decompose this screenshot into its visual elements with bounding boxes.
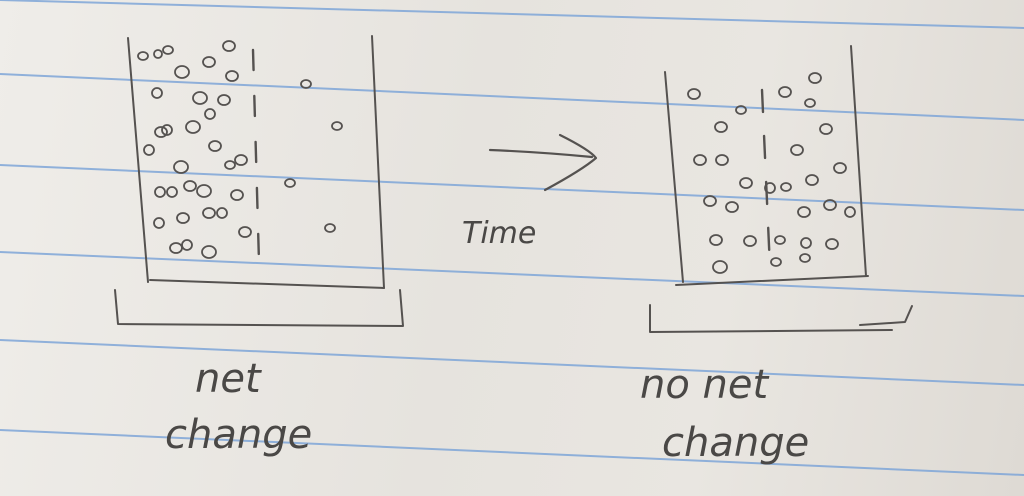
right-beaker-right-wall [850,45,867,277]
particle [154,126,168,138]
particle [185,120,201,134]
particle [725,201,739,213]
particle [224,160,236,170]
particle [216,207,228,219]
particle [833,162,847,174]
particle [153,217,165,229]
particle [217,94,231,106]
left-beaker-membrane [251,48,261,264]
particle [143,144,155,156]
particle [162,45,174,55]
ruled-line [0,164,1024,211]
particle [181,239,193,251]
particle [174,65,190,79]
particle [693,154,707,166]
particle [825,238,839,250]
particle [153,49,163,59]
left-beaker-right-wall [371,35,385,289]
left-stand [114,289,404,327]
particle [780,182,792,192]
time-label: Time [462,216,536,251]
particle [799,253,811,263]
particle [804,98,816,108]
particle [331,121,343,131]
particle [137,51,149,61]
particle [192,91,208,105]
particle [819,123,833,135]
right-beaker-bottom [675,275,869,286]
left-beaker [114,35,404,327]
particle [712,260,728,274]
particle [715,154,729,166]
ruled-line [0,339,1024,386]
particle [196,184,212,198]
arrow-shaft [488,148,594,159]
particle [202,207,216,219]
particle [238,226,252,238]
particle [770,257,782,267]
particle [173,160,189,174]
particle [222,40,236,52]
particle [805,174,819,186]
particle [204,108,216,120]
particle [743,235,757,247]
left-beaker-left-wall [127,37,149,283]
ruled-lines [0,0,1024,476]
right-caption-line1: no net [640,362,770,408]
arrow-head [543,133,598,192]
particle [166,186,178,198]
particle [735,105,747,115]
right-beaker-membrane [760,88,772,270]
right-stand [649,304,913,333]
particle [225,70,239,82]
particle [284,178,296,188]
particle [764,182,776,194]
left-caption-line2: change [165,412,312,458]
particle [823,199,837,211]
left-beaker-bottom [149,279,385,289]
particle [230,189,244,201]
particle [844,206,856,218]
particle [687,88,701,100]
particle [202,56,216,68]
right-particles [687,72,856,274]
particle [778,86,792,98]
left-caption-line1: net [195,356,262,402]
particle [709,234,723,246]
ruled-line [0,73,1024,121]
particle [176,212,190,224]
ruled-line [0,251,1024,297]
particle [234,154,248,166]
particle [324,223,336,233]
left-particles [137,40,343,259]
right-beaker-left-wall [664,71,684,283]
particle [300,79,312,89]
particle [161,124,173,136]
particle [201,245,217,259]
particle [774,235,786,245]
particle [808,72,822,84]
ruled-line [0,0,1024,29]
particle [714,121,728,133]
right-caption-line2: change [662,420,809,466]
particle [169,242,183,254]
particle [739,177,753,189]
particle [208,140,222,152]
particle [154,186,166,198]
particle [151,87,163,99]
particle [790,144,804,156]
time-arrow [488,133,598,192]
particle [797,206,811,218]
particle [800,237,812,249]
right-beaker [649,45,913,333]
particle [703,195,717,207]
particle [183,180,197,192]
ruled-line [0,429,1024,476]
